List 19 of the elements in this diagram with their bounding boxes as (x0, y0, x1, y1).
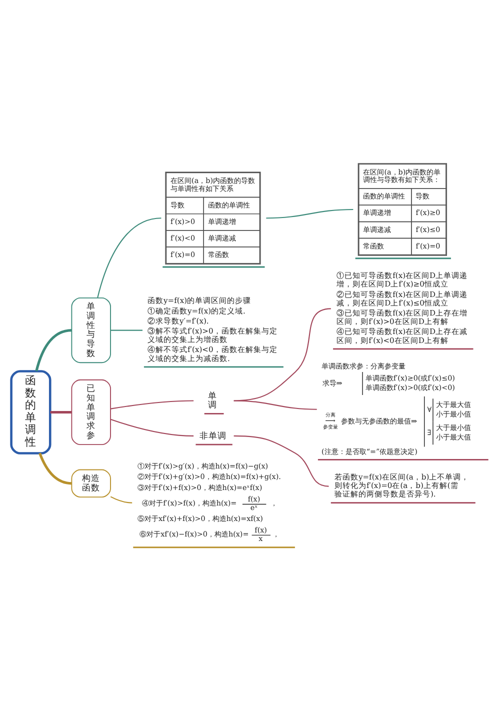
node-box: 函数的单调性 (10, 370, 52, 454)
node-box: 构造函数 (71, 468, 111, 498)
node-text: ①对于f′(x)>g′(x)，构造h(x)=f(x)−g(x) ②对于f′(x)+g′(x)>0，构造h(x)=f(x)+g(x). ③对于f′(x)+f(x)>0，构造h(x)=eˣf(x) ④对于f′(x)>f(x)，构造h(x)= f(x) ， eˣ ⑤对于xf′(x)+f(x)>0，构造h(x)=xf(x) ⑥对于xf′(x)−f(x)>0，构造h(x)= f(x) ， x (137, 460, 281, 542)
connector (234, 434, 329, 486)
connector (110, 400, 194, 409)
connector (266, 208, 354, 218)
connector (110, 418, 194, 436)
connector (234, 308, 331, 401)
connector (38, 452, 72, 484)
connector (97, 217, 162, 298)
connector (110, 496, 132, 503)
connector (110, 329, 143, 330)
node-text: 单调 (208, 390, 217, 410)
connector (35, 328, 72, 371)
node-box: 单调性与导数 (71, 296, 111, 363)
connector (234, 400, 317, 410)
node-text: 非单调 (199, 431, 226, 442)
node-box: 已知单调求参 (71, 378, 111, 445)
connector (50, 410, 72, 414)
